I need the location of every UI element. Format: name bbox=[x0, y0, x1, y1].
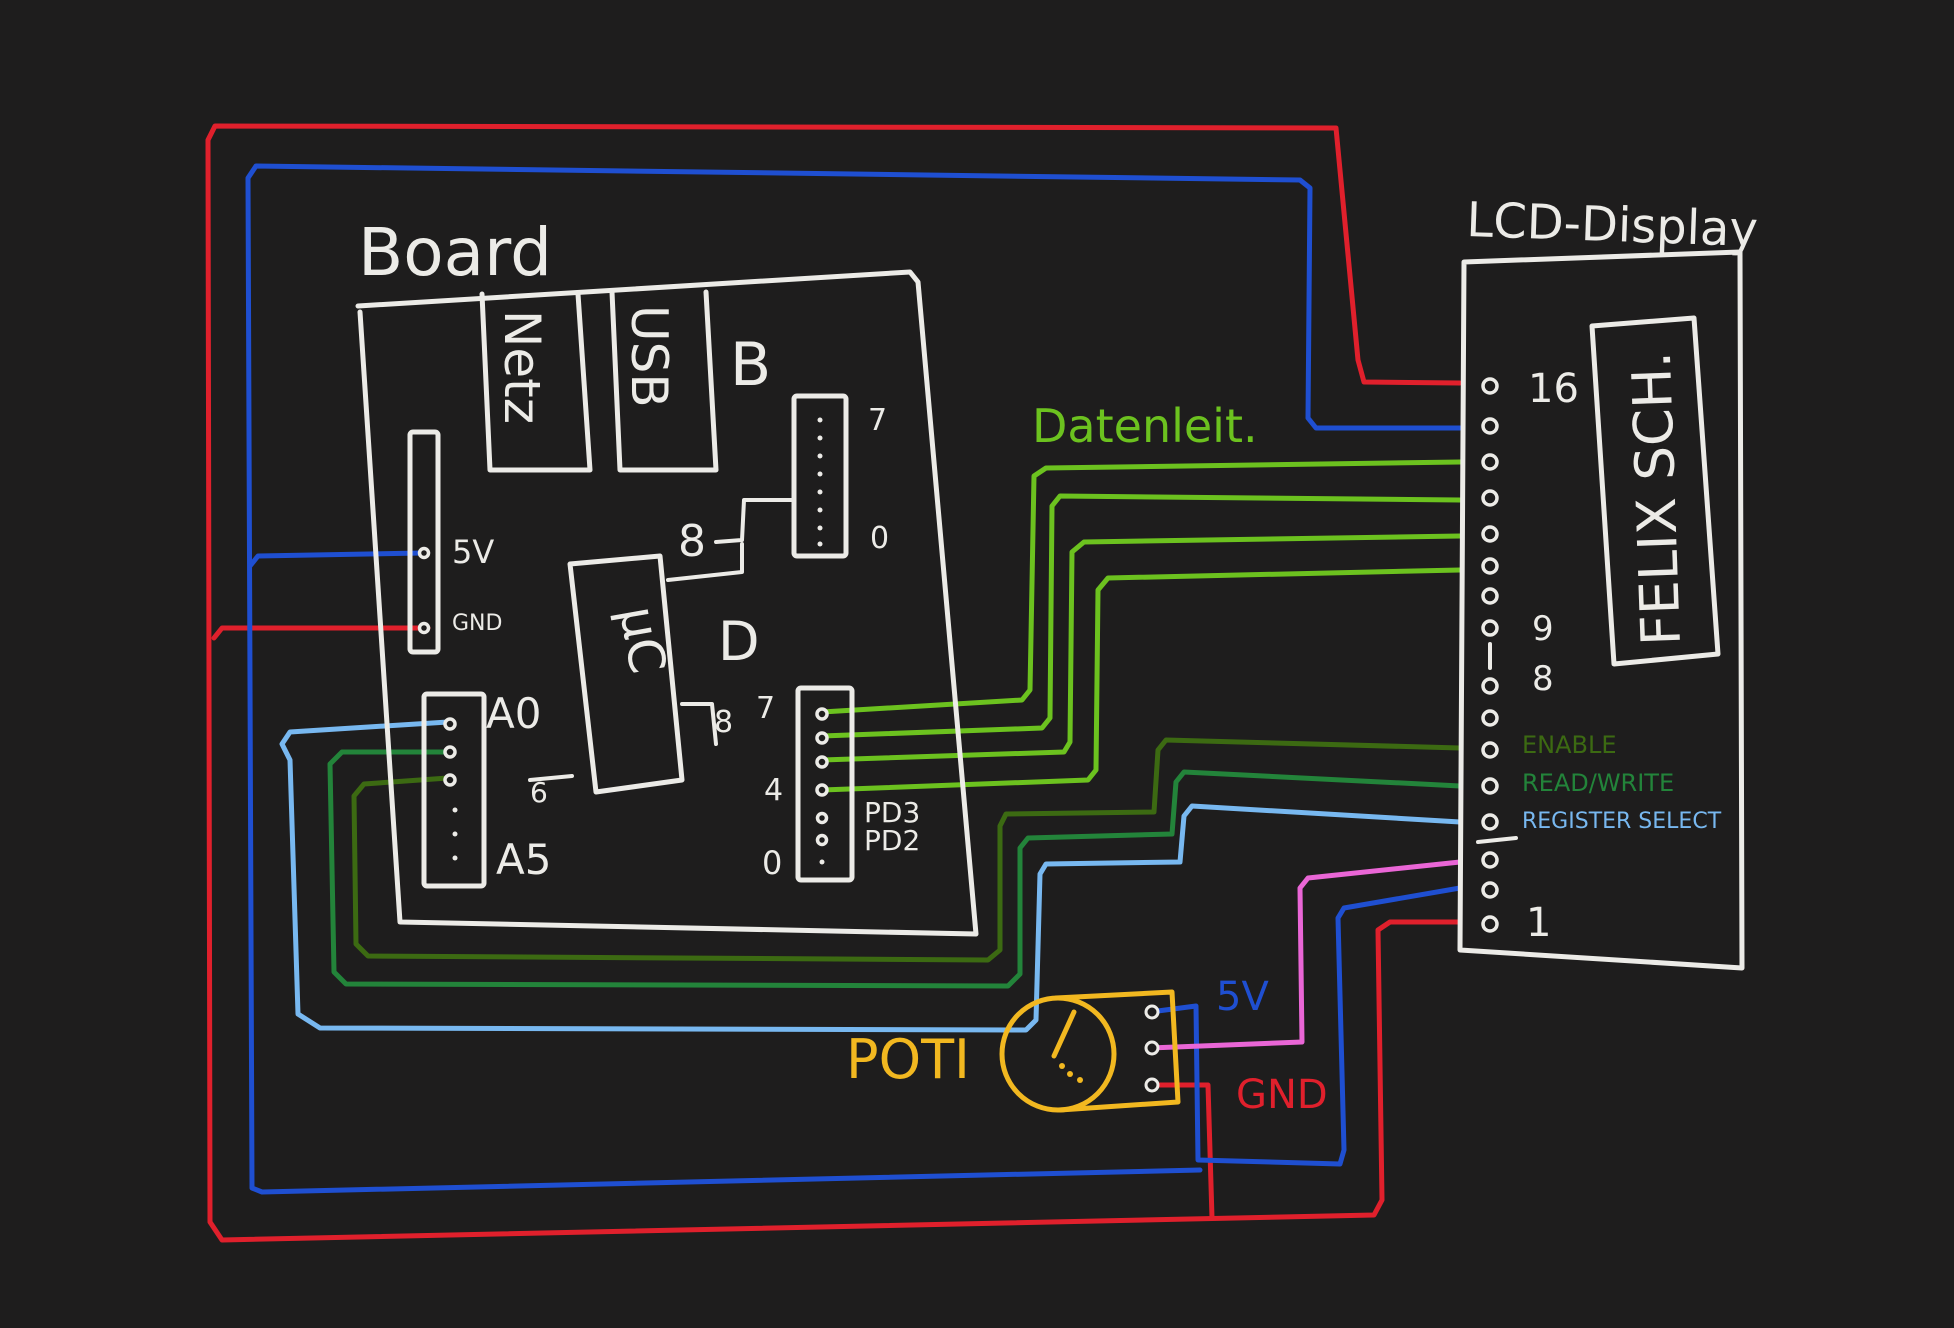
lcd-pin-16-label: 16 bbox=[1528, 366, 1579, 412]
board-title: Board bbox=[358, 214, 552, 291]
lcd-pin-16 bbox=[1481, 377, 1499, 395]
port-d-pin-7 bbox=[815, 707, 829, 721]
lcd-pin-9 bbox=[1481, 619, 1499, 637]
red-wire-5v-gnd-board bbox=[211, 625, 431, 641]
poti-knob bbox=[999, 995, 1117, 1113]
port-d-pin-7-label: 7 bbox=[756, 691, 775, 726]
port-b-label: B bbox=[730, 330, 771, 400]
blue-wire-group bbox=[245, 163, 1463, 1195]
port-d-header: 8 7 4 0 PD3 PD2 bbox=[714, 685, 920, 883]
pink-wire-contrast bbox=[1147, 859, 1463, 1051]
port-b-pin-8: 8 bbox=[678, 516, 706, 567]
data-lines-label: Datenleit. bbox=[1032, 399, 1258, 453]
enable-wire bbox=[351, 737, 1463, 963]
power-5v-label: 5V bbox=[452, 533, 494, 571]
port-d-pin-0-label: 0 bbox=[762, 844, 782, 882]
red-wire-outer-loop bbox=[205, 123, 1463, 1243]
power-gnd-label: GND bbox=[452, 611, 502, 636]
port-d-pin-8-label: 8 bbox=[714, 705, 733, 740]
register-select-label: REGISTER SELECT bbox=[1522, 809, 1722, 834]
lcd-pin-12 bbox=[1481, 525, 1499, 543]
netz-label: Netz bbox=[493, 310, 551, 424]
lcd-pin-3 bbox=[1481, 851, 1499, 869]
pd3-label: PD3 bbox=[864, 796, 920, 829]
analog-pin-1 bbox=[443, 745, 457, 759]
lcd-pin-6 bbox=[1481, 741, 1499, 759]
port-b-header: 7 0 8 bbox=[666, 393, 889, 582]
lcd-pin-4 bbox=[1481, 813, 1499, 831]
lcd-outline bbox=[1457, 249, 1745, 971]
port-d-pin-5 bbox=[815, 755, 829, 769]
lcd-pin-9-label: 9 bbox=[1532, 609, 1554, 649]
port-b-pin-7: 7 bbox=[868, 403, 887, 438]
lcd-pin-11 bbox=[1481, 557, 1499, 575]
poti-pin-wiper bbox=[1144, 1040, 1160, 1056]
potentiometer: POTI 5V GND bbox=[846, 974, 1328, 1118]
analog-pin-2 bbox=[443, 773, 457, 787]
board: Board Netz USB B 7 0 8 µC bbox=[355, 214, 979, 937]
data-line-1 bbox=[819, 459, 1463, 715]
poti-body-outline bbox=[1053, 989, 1181, 1113]
port-d-pin-2 bbox=[815, 833, 829, 847]
blue-wire-outer-loop bbox=[245, 163, 1463, 1195]
lcd-title: LCD-Display bbox=[1466, 192, 1759, 258]
port-d-pin-6 bbox=[815, 731, 829, 745]
lcd-pin-10 bbox=[1481, 587, 1499, 605]
port-b-dots bbox=[817, 417, 823, 547]
lcd-pin-column bbox=[1476, 377, 1518, 933]
lcd-pin-13 bbox=[1481, 489, 1499, 507]
data-line-2 bbox=[819, 493, 1463, 739]
lcd-name-label: FELIX SCH. bbox=[1620, 351, 1693, 647]
usb-label: USB bbox=[620, 305, 678, 408]
analog-a5-label: A5 bbox=[496, 835, 551, 884]
port-b-pin-0: 0 bbox=[870, 521, 889, 556]
lcd-pin-8-label: 8 bbox=[1532, 659, 1554, 699]
lcd-pin-15 bbox=[1481, 417, 1499, 435]
lcd-pin-1 bbox=[1481, 915, 1499, 933]
poti-label: POTI bbox=[846, 1028, 970, 1091]
analog-pin-0 bbox=[443, 717, 457, 731]
red-wire-group bbox=[205, 123, 1463, 1243]
poti-5v-label: 5V bbox=[1216, 974, 1269, 1020]
lcd-name-box bbox=[1589, 315, 1721, 667]
poti-pin-5v bbox=[1144, 1004, 1160, 1020]
blue-wire-poti-5v bbox=[1147, 885, 1463, 1167]
board-outline bbox=[355, 269, 979, 937]
microcontroller-label: µC bbox=[608, 602, 677, 678]
port-d-label: D bbox=[718, 610, 760, 673]
read-write-wire bbox=[327, 749, 1463, 989]
netz-connector: Netz bbox=[479, 291, 593, 473]
register-select-wire bbox=[279, 719, 1463, 1033]
red-wire-poti-gnd bbox=[1147, 1082, 1215, 1221]
lcd-pin-14 bbox=[1481, 453, 1499, 471]
port-d-pin-4 bbox=[815, 783, 829, 797]
analog-bus-6-label: 6 bbox=[530, 776, 548, 809]
lcd-display: LCD-Display FELIX SCH. 16 9 8 1 bbox=[1457, 192, 1759, 971]
enable-label: ENABLE bbox=[1522, 731, 1617, 759]
poti-gnd-label: GND bbox=[1236, 1072, 1328, 1118]
poti-wiper bbox=[1051, 1009, 1077, 1059]
read-write-label: READ/WRITE bbox=[1522, 769, 1674, 797]
blue-wire-5v-board bbox=[247, 550, 425, 569]
pd2-label: PD2 bbox=[864, 824, 920, 857]
microcontroller: µC bbox=[528, 553, 718, 795]
port-d-pin-4-label: 4 bbox=[764, 773, 783, 808]
data-lines-group bbox=[819, 459, 1463, 793]
lcd-pin-8 bbox=[1481, 677, 1499, 695]
data-line-4 bbox=[819, 567, 1463, 793]
power-pin-gnd bbox=[417, 621, 431, 635]
data-line-3 bbox=[819, 533, 1463, 763]
lcd-pin-5 bbox=[1481, 777, 1499, 795]
poti-pin-gnd bbox=[1144, 1077, 1160, 1093]
power-pin-5v bbox=[417, 546, 431, 560]
lcd-pin-1-label: 1 bbox=[1526, 900, 1551, 946]
analog-header: A0 A5 6 bbox=[421, 689, 551, 889]
port-d-pin-3 bbox=[815, 811, 829, 825]
usb-connector: USB bbox=[609, 289, 719, 473]
analog-a0-label: A0 bbox=[486, 689, 541, 738]
power-header: 5V GND bbox=[407, 429, 502, 655]
lcd-pin-2 bbox=[1481, 881, 1499, 899]
lcd-pin-7 bbox=[1481, 709, 1499, 727]
